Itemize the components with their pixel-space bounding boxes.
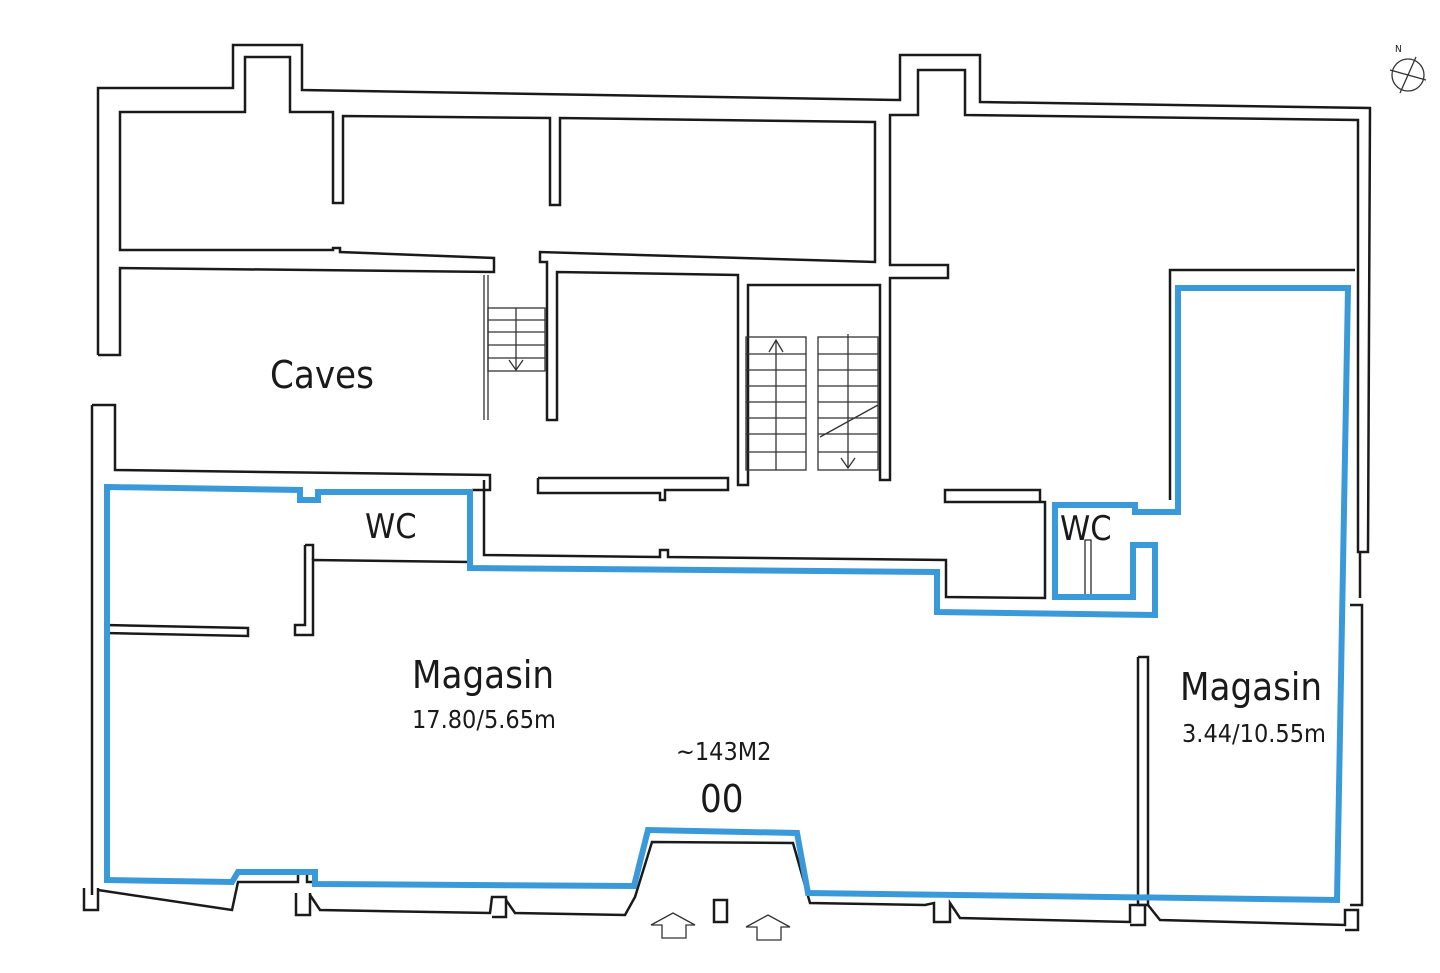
room-label-magasin-main: Magasin	[412, 653, 554, 697]
room-label-magasin-right: Magasin	[1180, 665, 1322, 709]
walls	[82, 43, 1372, 932]
room-label-wc-right: WC	[1060, 509, 1112, 549]
compass-icon: N	[1389, 44, 1427, 94]
compass-north-label: N	[1395, 44, 1402, 55]
highlighted-unit-outline	[104, 285, 1352, 904]
stairs	[487, 307, 879, 471]
room-label-wc-left: WC	[365, 507, 417, 547]
room-label-caves: Caves	[270, 353, 374, 397]
entrance-arrows-icon	[650, 912, 791, 941]
total-area-label: ~143M2	[676, 737, 771, 766]
room-dimensions-magasin-main: 17.80/5.65m	[412, 705, 556, 734]
room-dimensions-magasin-right: 3.44/10.55m	[1182, 719, 1326, 748]
floor-level-label: 00	[700, 777, 744, 821]
